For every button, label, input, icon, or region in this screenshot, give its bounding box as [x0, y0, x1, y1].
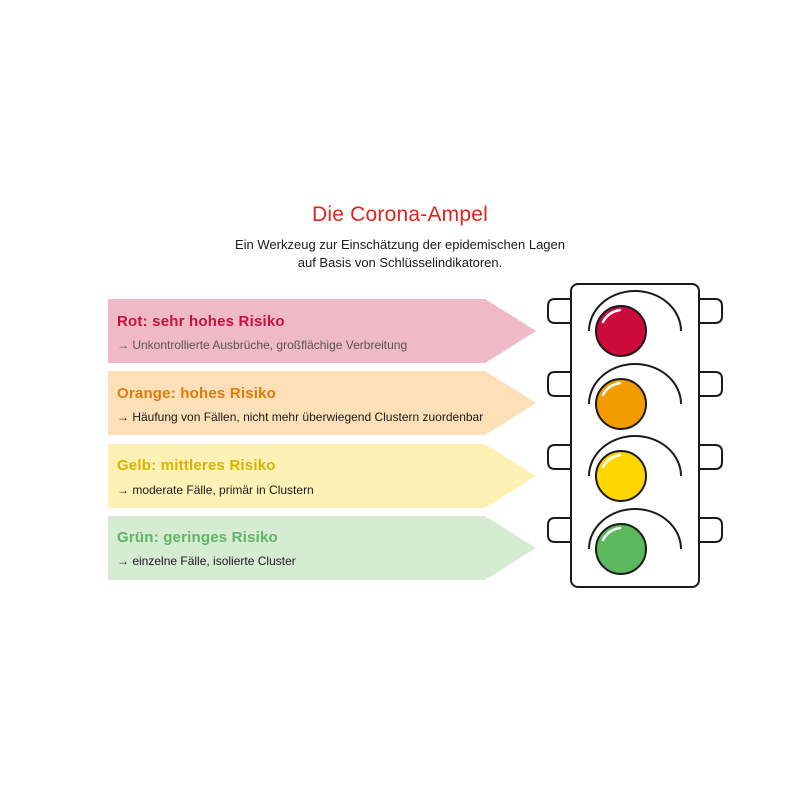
- yellow-light: [595, 450, 647, 502]
- left-bracket-1: [547, 298, 571, 324]
- arrow-band-orange: [108, 371, 536, 435]
- level-heading-rot: Rot: sehr hohes Risiko: [117, 313, 285, 330]
- subtitle-line-1: Ein Werkzeug zur Einschätzung der epidem…: [234, 237, 565, 252]
- right-bracket-4: [699, 517, 723, 543]
- arrow-band-gruen: [108, 516, 536, 580]
- subtitle: Ein Werkzeug zur Einschätzung der epidem…: [0, 236, 800, 272]
- red-light: [595, 305, 647, 357]
- level-heading-gruen: Grün: geringes Risiko: [117, 529, 278, 546]
- level-heading-gelb: Gelb: mittleres Risiko: [117, 457, 276, 474]
- orange-light: [595, 378, 647, 430]
- glint-4: [601, 526, 622, 542]
- left-bracket-4: [547, 517, 571, 543]
- subtitle-line-2: auf Basis von Schlüsselindikatoren.: [297, 255, 503, 270]
- level-description-gruen: → einzelne Fälle, isolierte Cluster: [117, 554, 296, 568]
- visor-4: [588, 508, 682, 550]
- level-heading-orange: Orange: hohes Risiko: [117, 385, 277, 402]
- visor-1: [588, 290, 682, 332]
- title: Die Corona-Ampel: [312, 203, 488, 226]
- right-bracket-2: [699, 371, 723, 397]
- right-bracket-1: [699, 298, 723, 324]
- level-description-gelb: → moderate Fälle, primär in Clustern: [117, 483, 314, 497]
- arrow-band-rot: [108, 299, 536, 363]
- arrow-band-gelb: [108, 444, 536, 508]
- left-bracket-2: [547, 371, 571, 397]
- level-description-orange: → Häufung von Fällen, nicht mehr überwie…: [117, 410, 484, 424]
- green-light: [595, 523, 647, 575]
- right-bracket-3: [699, 444, 723, 470]
- visor-2: [588, 363, 682, 405]
- visor-3: [588, 435, 682, 477]
- level-description-rot: → Unkontrollierte Ausbrüche, großflächig…: [117, 338, 408, 352]
- left-bracket-3: [547, 444, 571, 470]
- glint-1: [601, 308, 622, 324]
- glint-3: [601, 453, 622, 469]
- glint-2: [601, 381, 622, 397]
